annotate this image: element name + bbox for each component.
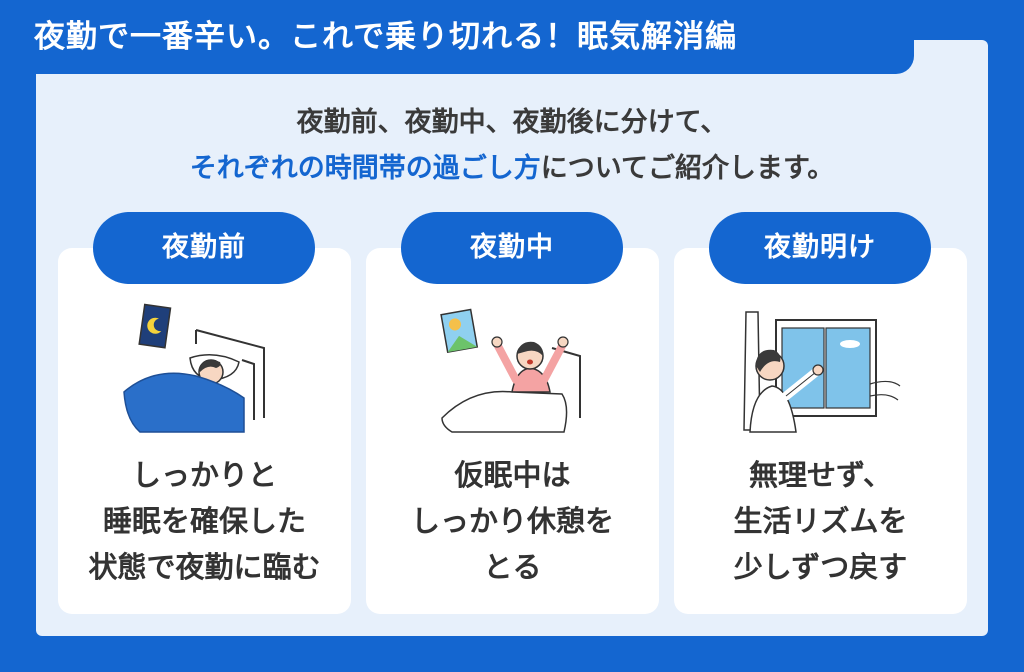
intro-line-2-rest: についてご紹介します。 <box>540 153 835 184</box>
opening-window-icon <box>743 311 901 433</box>
card-label-during: 夜勤中 <box>401 212 623 284</box>
caption-line: 状態で夜勤に臨む <box>88 550 321 584</box>
sleeping-in-bed-icon <box>123 303 265 433</box>
caption-line: とる <box>483 550 542 584</box>
card-label-before: 夜勤前 <box>93 212 315 284</box>
caption-line: 生活リズムを <box>733 504 908 538</box>
caption-line: 少しずつ戻す <box>733 550 908 584</box>
card-caption-before: しっかりと 睡眠を確保した 状態で夜勤に臨む <box>58 452 351 590</box>
stretching-in-bed-icon <box>440 308 581 433</box>
caption-line: しっかりと <box>131 458 277 492</box>
title-banner <box>0 0 914 74</box>
intro-highlight: それぞれの時間帯の過ごし方 <box>189 153 541 184</box>
card-caption-after: 無理せず、 生活リズムを 少しずつ戻す <box>674 452 967 590</box>
intro-text: 夜勤前、夜勤中、夜勤後に分けて、 それぞれの時間帯の過ごし方についてご紹介します… <box>36 100 988 192</box>
card-label-after: 夜勤明け <box>709 212 931 284</box>
intro-line-2: それぞれの時間帯の過ごし方についてご紹介します。 <box>36 146 988 192</box>
intro-line-1: 夜勤前、夜勤中、夜勤後に分けて、 <box>296 107 728 138</box>
card-caption-during: 仮眠中は しっかり休憩を とる <box>366 452 659 590</box>
caption-line: しっかり休憩を <box>410 504 614 538</box>
caption-line: 無理せず、 <box>749 458 892 492</box>
caption-line: 仮眠中は <box>454 458 571 492</box>
page-title: 夜勤で一番辛い。これで乗り切れる！眠気解消編 <box>34 19 738 55</box>
card-after-night-shift <box>674 248 967 614</box>
caption-line: 睡眠を確保した <box>102 504 306 538</box>
